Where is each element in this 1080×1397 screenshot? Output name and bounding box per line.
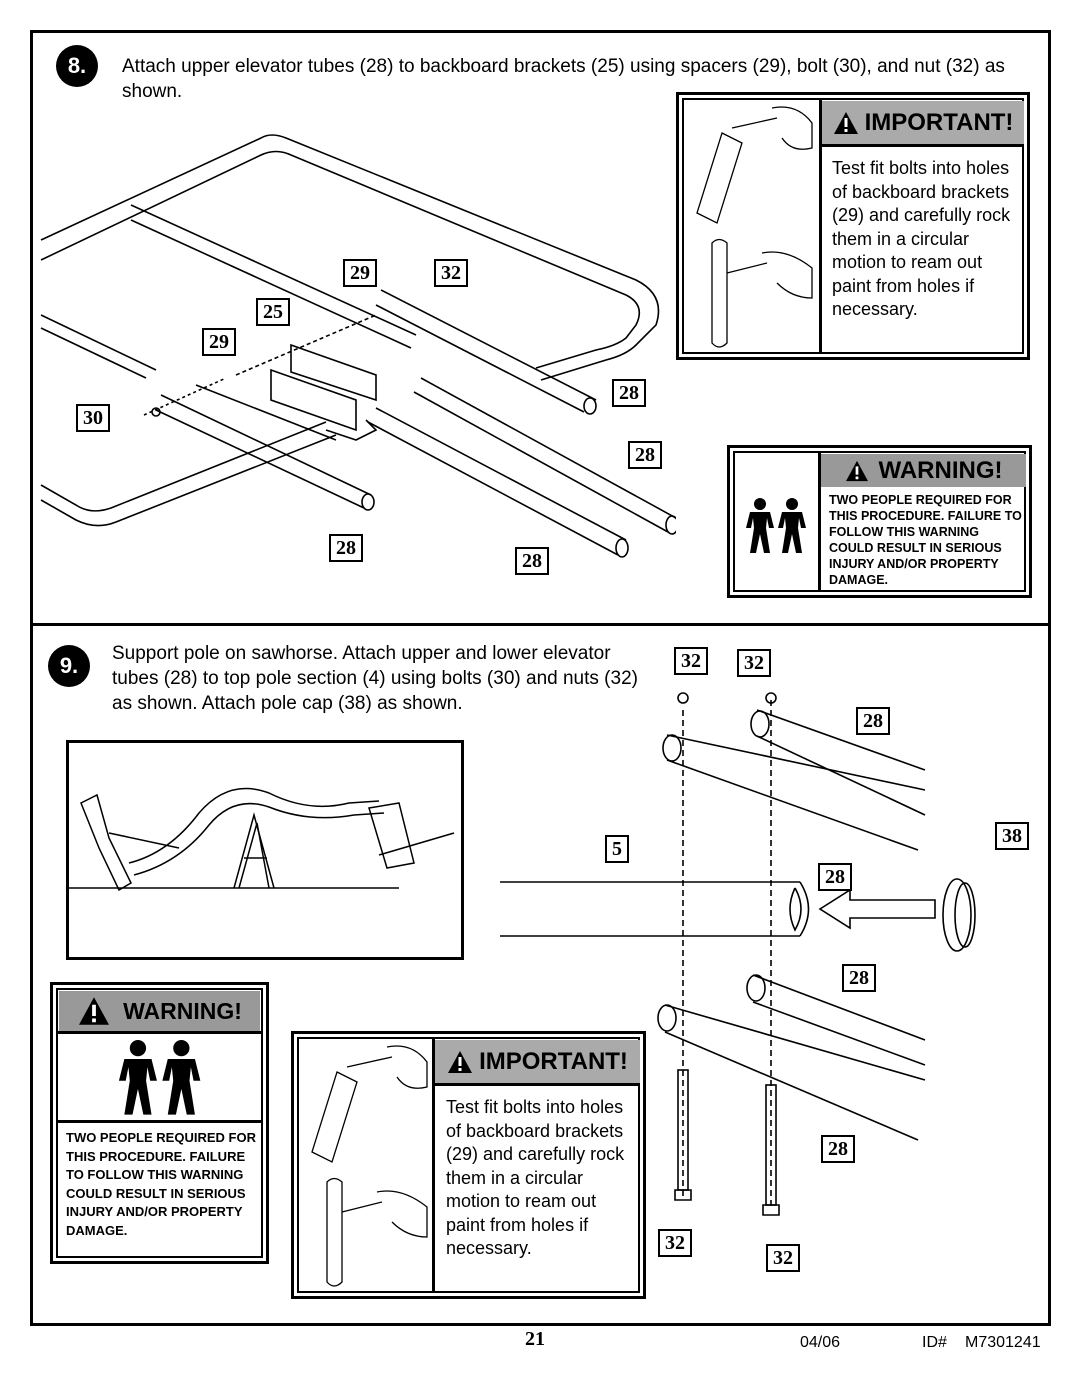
step-8-number: 8. (56, 45, 98, 87)
step-9-panel (30, 623, 1051, 1326)
important-text: Test fit bolts into holes of backboard b… (832, 158, 1011, 319)
warning-text: TWO PEOPLE REQUIRED FOR THIS PROCEDURE. … (66, 1130, 256, 1238)
callout-30-bolt: 30 (76, 404, 110, 432)
hand-bolt-icon (696, 106, 813, 348)
important-heading: IMPORTANT! (435, 1040, 640, 1086)
callout-28-upper-b: 28 (818, 863, 852, 891)
important-heading: IMPORTANT! (822, 101, 1024, 147)
step-8-important-box: IMPORTANT! Test fit bolts into holes of … (676, 92, 1030, 360)
warning-triangle-icon (845, 460, 868, 481)
two-people-icon (118, 1040, 201, 1115)
step-9-instruction: Support pole on sawhorse. Attach upper a… (112, 643, 638, 714)
footer-id-label: ID# (922, 1334, 947, 1351)
step-8-warning-box: WARNING! TWO PEOPLE REQUIRED FOR THIS PR… (727, 445, 1032, 598)
callout-38-cap: 38 (995, 822, 1029, 850)
callout-25-bracket: 25 (256, 298, 290, 326)
callout-28-tube-d: 28 (515, 547, 549, 575)
step-8-illustration (40, 134, 676, 558)
sawhorse-illustration-frame (66, 740, 464, 960)
footer-date: 04/06 (800, 1334, 841, 1351)
important-text: Test fit bolts into holes of backboard b… (446, 1097, 625, 1258)
callout-32-nut: 32 (434, 259, 468, 287)
step-9-illustration (500, 692, 976, 1216)
callout-5-pole: 5 (605, 835, 629, 863)
hand-bolt-icon (311, 1045, 428, 1287)
callout-28-tube-c: 28 (329, 534, 363, 562)
warning-text: TWO PEOPLE REQUIRED FOR THIS PROCEDURE. … (829, 493, 1022, 587)
callout-32-nut-a: 32 (674, 647, 708, 675)
warning-triangle-icon (79, 997, 110, 1025)
footer-id-value: M7301241 (965, 1334, 1041, 1351)
sawhorse-illustration (69, 787, 455, 892)
step-9-number: 9. (48, 645, 90, 687)
callout-29-spacer: 29 (343, 259, 377, 287)
callout-28-lower-b: 28 (821, 1135, 855, 1163)
warning-triangle-icon (833, 111, 858, 134)
warning-heading: WARNING! (59, 991, 260, 1031)
callout-28-upper-a: 28 (856, 707, 890, 735)
callout-28-tube-b: 28 (628, 441, 662, 469)
warning-heading: WARNING! (821, 454, 1026, 487)
two-people-icon (746, 498, 806, 553)
warning-triangle-icon (448, 1050, 473, 1073)
step-8-instruction: Attach upper elevator tubes (28) to back… (122, 56, 1005, 102)
step-9-warning-box: WARNING! TWO PEOPLE REQUIRED FOR THIS PR… (50, 982, 269, 1264)
callout-32-nut-b: 32 (737, 649, 771, 677)
callout-29-spacer-lower: 29 (202, 328, 236, 356)
callout-32-nut-c: 32 (658, 1229, 692, 1257)
step-9-important-box: IMPORTANT! Test fit bolts into holes of … (291, 1031, 646, 1299)
callout-32-nut-d: 32 (766, 1244, 800, 1272)
callout-28-lower-a: 28 (842, 964, 876, 992)
callout-28-tube-a: 28 (612, 379, 646, 407)
page-number: 21 (525, 1328, 545, 1350)
